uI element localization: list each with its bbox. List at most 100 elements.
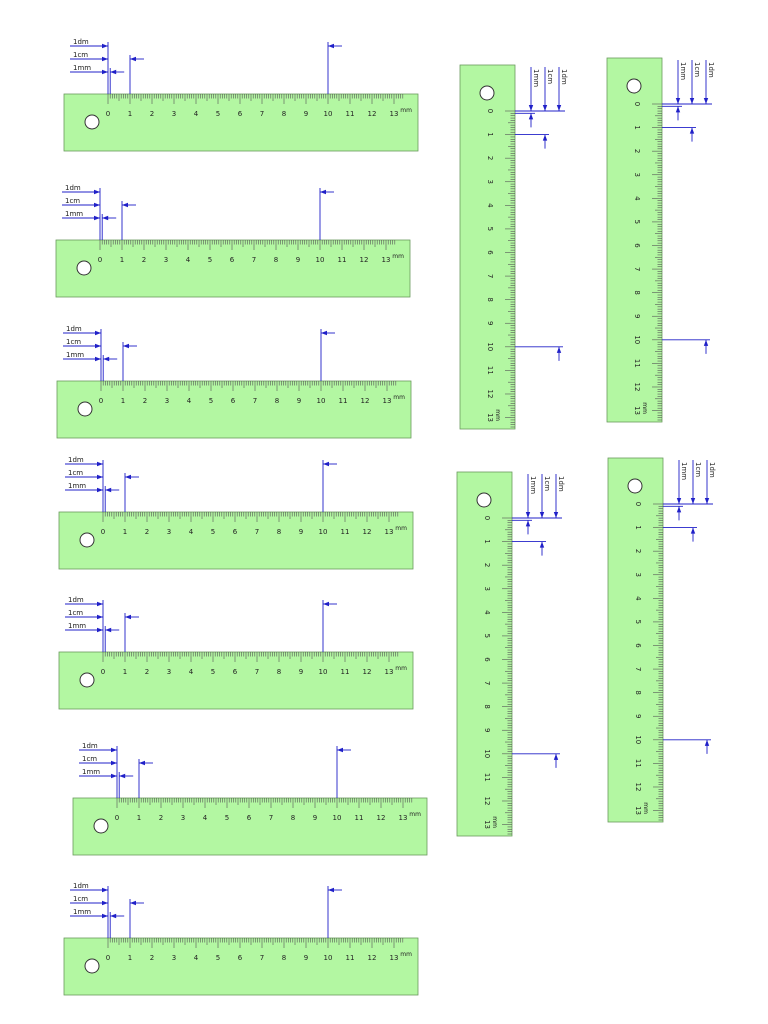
dimension-label: 1mm bbox=[82, 768, 100, 776]
arrowhead bbox=[528, 113, 534, 120]
unit-label: mm bbox=[409, 811, 421, 818]
tick-label: 2 bbox=[634, 549, 642, 553]
dimension-label: 1dm bbox=[73, 882, 89, 890]
arrowhead bbox=[110, 913, 117, 919]
dimension-1mm: 1mm bbox=[662, 60, 687, 121]
arrowhead bbox=[130, 900, 136, 906]
tick-label: 3 bbox=[483, 587, 491, 591]
dimension-1mm: 1mm bbox=[79, 768, 134, 798]
tick-label: 5 bbox=[634, 620, 642, 624]
tick-label: 12 bbox=[368, 110, 377, 118]
tick-label: 8 bbox=[277, 668, 281, 676]
tick-label: 6 bbox=[634, 643, 642, 648]
mm-ticks bbox=[502, 517, 512, 835]
dimension-1mm: 1mm bbox=[65, 622, 120, 652]
dimension-1mm: 1mm bbox=[515, 67, 540, 128]
tick-label: 6 bbox=[247, 814, 252, 822]
tick-label: 11 bbox=[338, 256, 347, 264]
tick-label: 3 bbox=[167, 528, 171, 536]
arrowhead bbox=[556, 346, 562, 353]
tick-label: 3 bbox=[486, 180, 494, 184]
tick-label: 11 bbox=[339, 397, 348, 405]
dimension-label: 1mm bbox=[73, 64, 91, 72]
dimension-1cm: 1cm bbox=[663, 460, 702, 542]
tick-label: 10 bbox=[333, 814, 342, 822]
unit-label: mm bbox=[494, 409, 501, 421]
dimension-label: 1mm bbox=[529, 476, 537, 494]
arrowhead bbox=[111, 747, 117, 753]
tick-label: 3 bbox=[165, 397, 169, 405]
tick-label: 11 bbox=[341, 528, 350, 536]
tick-label: 1 bbox=[633, 125, 641, 129]
arrowhead bbox=[556, 105, 562, 111]
dimension-1cm: 1cm bbox=[70, 895, 144, 938]
tick-label: 9 bbox=[486, 321, 494, 325]
dimension-label: 1mm bbox=[679, 62, 687, 80]
dimension-label: 1dm bbox=[707, 62, 715, 78]
tick-label: 12 bbox=[633, 383, 641, 392]
mm-ticks bbox=[102, 512, 399, 522]
tick-label: 4 bbox=[186, 256, 191, 264]
mm-ticks bbox=[652, 103, 662, 421]
tick-label: 12 bbox=[483, 797, 491, 806]
arrowhead bbox=[111, 760, 117, 766]
tick-label: 8 bbox=[633, 290, 641, 294]
hanging-hole bbox=[627, 478, 643, 494]
tick-label: 10 bbox=[317, 397, 326, 405]
tick-label: 13 bbox=[385, 668, 394, 676]
tick-label: 6 bbox=[483, 657, 491, 662]
tick-label: 11 bbox=[355, 814, 364, 822]
dimension-label: 1dm bbox=[82, 742, 98, 750]
tick-label: 13 bbox=[483, 820, 491, 829]
dimension-1cm: 1cm bbox=[65, 469, 139, 512]
tick-label: 3 bbox=[172, 954, 176, 962]
hanging-hole bbox=[626, 78, 642, 94]
tick-label: 1 bbox=[123, 668, 127, 676]
tick-label: 1 bbox=[121, 397, 125, 405]
arrowhead bbox=[97, 627, 103, 633]
dimension-1cm: 1cm bbox=[662, 60, 701, 142]
tick-label: 9 bbox=[299, 668, 303, 676]
tick-label: 4 bbox=[194, 954, 199, 962]
unit-label: mm bbox=[400, 951, 412, 958]
mm-ticks bbox=[107, 94, 404, 104]
unit-label: mm bbox=[491, 816, 498, 828]
tick-label: 0 bbox=[634, 502, 642, 506]
dimension-label: 1cm bbox=[65, 197, 80, 205]
tick-label: 13 bbox=[385, 528, 394, 536]
dimension-label: 1dm bbox=[708, 462, 716, 478]
tick-label: 9 bbox=[633, 314, 641, 318]
dimension-1dm: 1dm bbox=[512, 474, 565, 768]
tick-label: 13 bbox=[390, 954, 399, 962]
tick-label: 9 bbox=[313, 814, 317, 822]
tick-label: 1 bbox=[634, 525, 642, 529]
arrowhead bbox=[328, 887, 334, 893]
tick-label: 2 bbox=[142, 256, 146, 264]
tick-label: 0 bbox=[101, 668, 105, 676]
tick-label: 11 bbox=[346, 954, 355, 962]
tick-label: 10 bbox=[324, 954, 333, 962]
tick-label: 6 bbox=[633, 243, 641, 248]
tick-label: 6 bbox=[231, 397, 236, 405]
dimension-1cm: 1cm bbox=[62, 197, 136, 240]
arrowhead bbox=[97, 601, 103, 607]
arrowhead bbox=[525, 520, 531, 527]
tick-label: 3 bbox=[634, 573, 642, 577]
arrowhead bbox=[102, 913, 108, 919]
mm-ticks bbox=[99, 240, 396, 250]
tick-label: 5 bbox=[633, 220, 641, 224]
dimension-label: 1cm bbox=[543, 476, 551, 491]
hanging-hole bbox=[93, 818, 109, 834]
ruler-body bbox=[606, 57, 663, 423]
tick-label: 1 bbox=[128, 110, 132, 118]
arrowhead bbox=[102, 215, 109, 221]
arrowhead bbox=[102, 900, 108, 906]
